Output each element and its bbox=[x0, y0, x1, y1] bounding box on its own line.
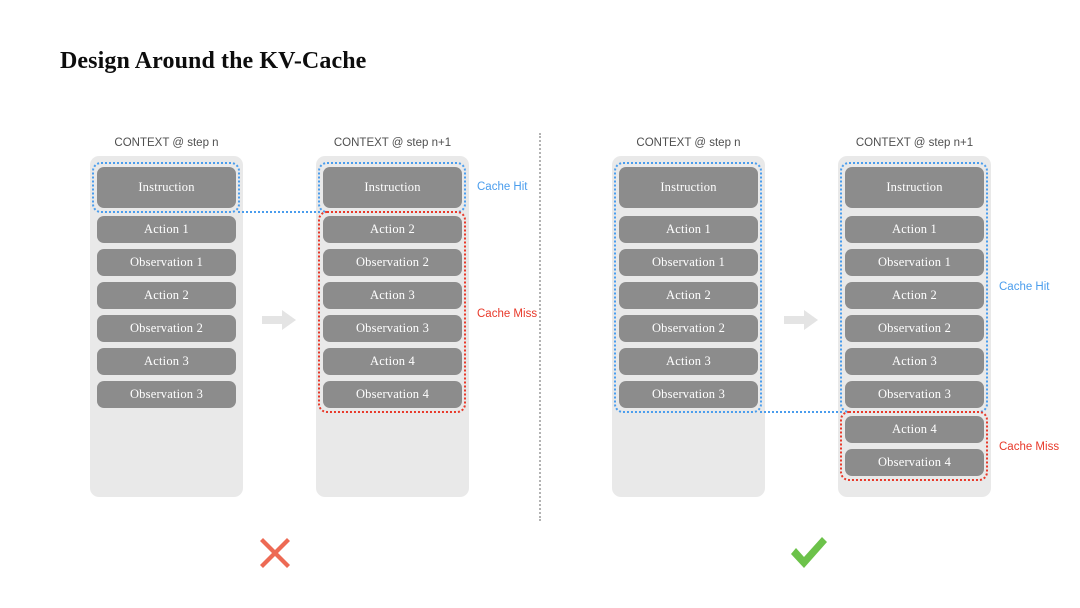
context-block: Action 1 bbox=[619, 216, 758, 243]
cross-icon bbox=[260, 538, 290, 568]
context-block: Observation 4 bbox=[323, 381, 462, 408]
transition-arrow-icon bbox=[784, 310, 818, 330]
context-block: Observation 1 bbox=[97, 249, 236, 276]
context-block: Observation 4 bbox=[845, 449, 984, 476]
context-block: Observation 2 bbox=[97, 315, 236, 342]
context-block: Observation 3 bbox=[845, 381, 984, 408]
left-step-n-header: CONTEXT @ step n bbox=[114, 137, 219, 149]
right-step-n-header: CONTEXT @ step n bbox=[636, 137, 741, 149]
context-block: Instruction bbox=[845, 167, 984, 208]
center-divider bbox=[539, 133, 541, 521]
context-block: Instruction bbox=[97, 167, 236, 208]
context-block: Action 3 bbox=[97, 348, 236, 375]
context-block: Observation 3 bbox=[97, 381, 236, 408]
context-block: Action 3 bbox=[619, 348, 758, 375]
right-step-n1-header: CONTEXT @ step n+1 bbox=[855, 137, 974, 149]
context-block: Action 1 bbox=[845, 216, 984, 243]
left-step-n1-header: CONTEXT @ step n+1 bbox=[333, 137, 452, 149]
context-block: Observation 2 bbox=[845, 315, 984, 342]
cache-hit-connector bbox=[238, 162, 320, 213]
context-block: Action 1 bbox=[97, 216, 236, 243]
context-block: Observation 1 bbox=[619, 249, 758, 276]
cache-hit-label: Cache Hit bbox=[999, 281, 1050, 293]
cache-miss-label: Cache Miss bbox=[999, 441, 1060, 453]
check-icon bbox=[791, 537, 827, 568]
cache-miss-label: Cache Miss bbox=[477, 308, 538, 320]
context-block: Action 4 bbox=[845, 416, 984, 443]
context-block: Observation 2 bbox=[323, 249, 462, 276]
page-title: Design Around the KV-Cache bbox=[60, 48, 367, 74]
context-block: Action 4 bbox=[323, 348, 462, 375]
context-block: Observation 3 bbox=[323, 315, 462, 342]
context-block: Action 3 bbox=[323, 282, 462, 309]
transition-arrow-icon bbox=[262, 310, 296, 330]
context-block: Action 2 bbox=[97, 282, 236, 309]
context-block: Observation 2 bbox=[619, 315, 758, 342]
context-block: Instruction bbox=[619, 167, 758, 208]
context-block: Action 2 bbox=[619, 282, 758, 309]
context-block: Action 2 bbox=[323, 216, 462, 243]
context-block: Observation 1 bbox=[845, 249, 984, 276]
context-block: Action 3 bbox=[845, 348, 984, 375]
context-block: Action 2 bbox=[845, 282, 984, 309]
context-block: Observation 3 bbox=[619, 381, 758, 408]
cache-hit-label: Cache Hit bbox=[477, 181, 528, 193]
context-block: Instruction bbox=[323, 167, 462, 208]
cache-hit-connector bbox=[760, 162, 842, 413]
